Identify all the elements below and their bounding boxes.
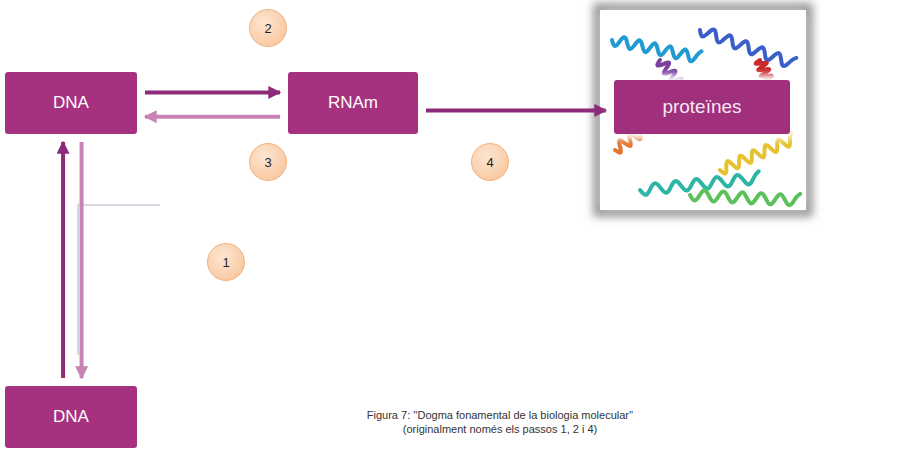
callout-circle: 2 xyxy=(249,9,287,47)
callout-circle: 4 xyxy=(471,143,509,181)
callout-circle: 1 xyxy=(207,243,245,281)
callout-number: 2 xyxy=(264,21,271,36)
protein-helix xyxy=(690,190,800,205)
node-label: proteïnes xyxy=(662,96,741,118)
callout-circle: 3 xyxy=(249,143,287,181)
callout-number: 3 xyxy=(264,155,271,170)
flow-arrow xyxy=(61,142,65,378)
flow-arrow xyxy=(145,115,280,119)
protein-ribbons xyxy=(612,29,800,205)
callout-number: 4 xyxy=(486,155,493,170)
dna-box: DNA xyxy=(5,72,137,134)
dna-box: DNA xyxy=(5,386,137,448)
node-label: DNA xyxy=(53,407,89,427)
protein-helix xyxy=(612,37,702,61)
flow-arrow xyxy=(145,90,280,94)
flow-arrow xyxy=(426,108,606,112)
node-label: RNAm xyxy=(328,93,378,113)
protein-helix xyxy=(720,133,791,174)
callout-number: 1 xyxy=(222,255,229,270)
bracket-line xyxy=(78,205,160,355)
node-label: DNA xyxy=(53,93,89,113)
image-ground xyxy=(600,10,806,210)
protein-helix xyxy=(700,29,796,66)
image-frame xyxy=(598,8,808,212)
protein-box: proteïnes xyxy=(614,80,790,134)
figure-caption: Figura 7: ''Dogma fonamental de la biolo… xyxy=(350,408,650,436)
flow-arrow xyxy=(80,142,84,378)
rna-box: RNAm xyxy=(288,72,418,134)
